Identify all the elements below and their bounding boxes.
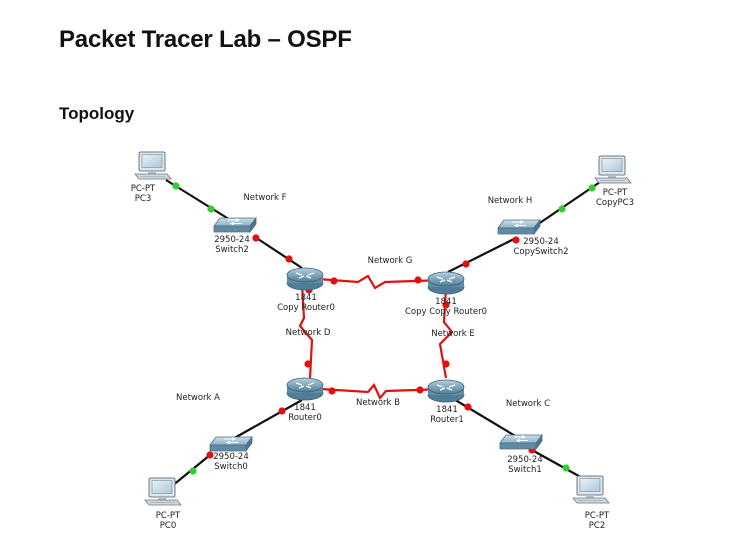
pc2-model-label: PC-PT [585,511,610,521]
router0-name-label: Router0 [288,413,322,423]
switch0-model-label: 2950-24 [213,452,249,462]
pc0-name-label: PC0 [160,521,176,531]
copyswitch2-name-label: CopySwitch2 [513,247,568,257]
link-light [172,182,180,190]
copycopyrouter0-model-label: 1841 [435,297,457,307]
copypc3-model-label: PC-PT [603,188,628,198]
link-network-e [438,287,454,379]
link-light [562,464,570,472]
network-e-label: Network E [431,329,475,339]
link-light [558,205,566,213]
pc3-model-label: PC-PT [131,184,156,194]
copyrouter0-icon[interactable] [286,267,324,291]
network-c-label: Network C [506,399,550,409]
copypc3-icon[interactable] [594,155,632,184]
network-f-label: Network F [243,193,286,203]
link-light [588,184,596,192]
link-light [207,205,215,213]
link-light [189,467,197,475]
network-b-label: Network B [356,398,400,408]
link-light [442,360,450,368]
switch0-name-label: Switch0 [214,462,248,472]
serial-links [298,274,454,401]
pc2-name-label: PC2 [589,521,605,531]
link-light [414,276,422,284]
copyswitch2-icon[interactable] [497,219,541,235]
link-switch2-copyrouter0 [254,236,303,269]
link-light [278,407,286,415]
link-switch1-pc2 [531,449,587,481]
network-g-label: Network G [368,256,413,266]
link-light [416,386,424,394]
link-light [285,255,293,263]
link-network-b [304,382,446,401]
link-light [304,360,312,368]
switch1-model-label: 2950-24 [507,455,543,465]
copypc3-name-label: CopyPC3 [596,198,634,208]
link-light [464,403,472,411]
switch1-icon[interactable] [499,434,543,450]
copyrouter0-name-label: Copy Router0 [277,303,335,313]
pc3-name-label: PC3 [135,194,151,204]
router0-icon[interactable] [286,377,324,401]
switch2-icon[interactable] [213,217,257,233]
switch2-model-label: 2950-24 [214,235,250,245]
link-light [206,451,214,459]
copycopyrouter0-icon[interactable] [427,271,465,295]
pc2-icon[interactable] [572,475,610,504]
link-copyswitch2-copycopyrouter0 [447,237,517,273]
link-network-d [298,283,314,379]
link-light [512,236,520,244]
link-light [328,387,336,395]
link-light [252,234,260,242]
link-router1-switch1 [451,397,523,441]
page-title: Packet Tracer Lab – OSPF [59,26,352,53]
network-d-label: Network D [286,328,331,338]
router1-model-label: 1841 [436,405,458,415]
section-heading-topology: Topology [59,104,135,123]
copycopyrouter0-name-label: Copy Copy Router0 [405,307,487,317]
switch2-name-label: Switch2 [215,245,249,255]
router1-name-label: Router1 [430,415,464,425]
network-a-label: Network A [176,393,220,403]
switch1-name-label: Switch1 [508,465,542,475]
link-light [462,260,470,268]
router0-model-label: 1841 [294,403,316,413]
network-h-label: Network H [488,196,533,206]
link-light [442,301,450,309]
pc0-model-label: PC-PT [156,511,181,521]
router1-icon[interactable] [427,379,465,403]
link-network-g [304,274,446,290]
copyswitch2-model-label: 2950-24 [523,237,559,247]
pc3-icon[interactable] [134,151,172,180]
copyrouter0-model-label: 1841 [295,293,317,303]
link-light [330,277,338,285]
switch0-icon[interactable] [209,436,253,452]
